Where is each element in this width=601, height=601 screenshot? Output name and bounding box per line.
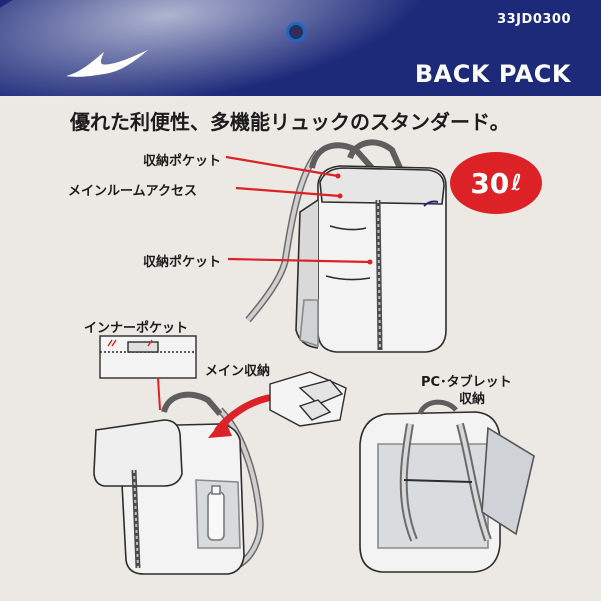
callout-inner-pocket: インナーポケット bbox=[84, 321, 189, 336]
backpack-main-illustration bbox=[245, 139, 447, 353]
open-backpack-illustration bbox=[93, 391, 264, 575]
capacity-value: 30 bbox=[470, 166, 510, 200]
callout-lines bbox=[225, 155, 373, 265]
callout-main-room-access: メインルームアクセス bbox=[68, 184, 197, 199]
callout-storage-pocket-top: 収納ポケット bbox=[143, 154, 222, 169]
header-band bbox=[0, 0, 601, 146]
callout-main-storage: メイン収納 bbox=[205, 364, 271, 379]
mizuno-runbird-logo-icon bbox=[66, 50, 148, 77]
callout-pc-tablet-line2: 収納 bbox=[459, 392, 486, 407]
folded-clothes-illustration bbox=[269, 371, 347, 427]
product-title: BACK PACK bbox=[414, 60, 571, 88]
product-code: 33JD0300 bbox=[497, 12, 571, 27]
capacity-badge: 30 ℓ bbox=[450, 152, 542, 214]
capacity-unit: ℓ bbox=[511, 170, 522, 196]
hang-hole-icon bbox=[286, 22, 306, 42]
callout-storage-pocket-front: 収納ポケット bbox=[143, 255, 222, 270]
tagline: 優れた利便性、多機能リュックのスタンダード。 bbox=[70, 110, 510, 134]
main-storage-arrow-icon bbox=[157, 377, 272, 438]
back-view-backpack-illustration bbox=[359, 399, 535, 573]
callout-pc-tablet-line1: PC･タブレット bbox=[421, 375, 512, 390]
inner-pocket-diagram bbox=[99, 335, 197, 379]
